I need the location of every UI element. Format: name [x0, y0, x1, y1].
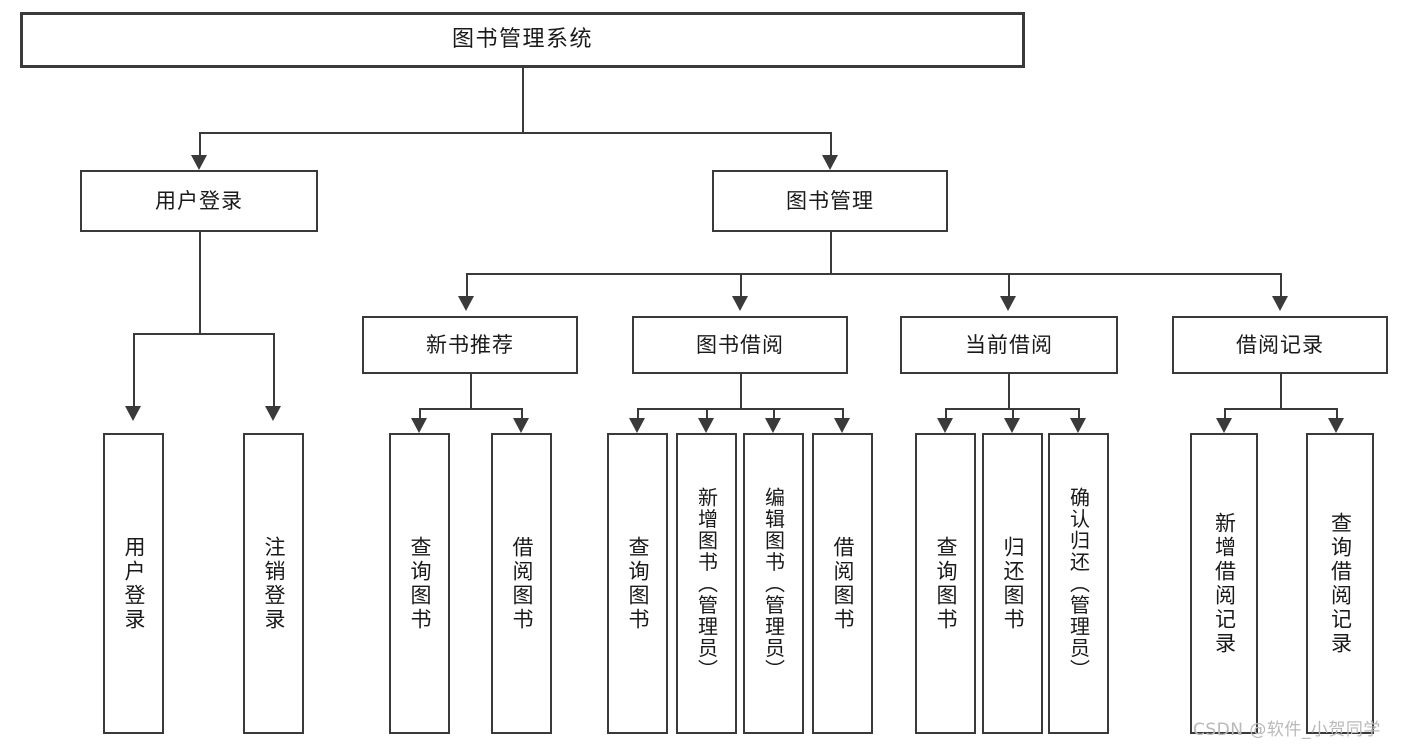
node-book-borrow[interactable]: 图书借阅: [632, 316, 848, 374]
connector-new-book-leaf-1: [419, 408, 421, 418]
connector-to-book-borrow: [740, 273, 742, 296]
arrowhead-to-borrow-record: [1272, 296, 1288, 311]
arrowhead-to-new-book: [458, 296, 474, 311]
arrowhead-borrow-record-leaf-1: [1216, 418, 1232, 433]
arrowhead-current-borrow-leaf-1: [937, 418, 953, 433]
connector-current-borrow-stem: [1008, 374, 1010, 408]
connector-book-borrow-leaf-4: [842, 408, 844, 418]
connector-root-stem: [522, 68, 524, 132]
arrowhead-new-book-leaf-2: [513, 418, 529, 433]
leaf-borrow-record-query[interactable]: 查询借阅记录: [1306, 433, 1374, 734]
connector-book-borrow-bus: [637, 408, 843, 410]
node-label: 图书管理: [786, 188, 874, 213]
leaf-current-borrow-return[interactable]: 归还图书: [982, 433, 1043, 734]
arrowhead-current-borrow-leaf-3: [1070, 418, 1086, 433]
connector-new-book-leaf-2: [521, 408, 523, 418]
leaf-new-book-borrow[interactable]: 借阅图书: [491, 433, 552, 734]
node-label: 注销登录: [262, 535, 286, 632]
node-label: 查询借阅记录: [1328, 511, 1353, 656]
node-label: 确认归还（管理员）: [1066, 486, 1091, 681]
leaf-new-book-query[interactable]: 查询图书: [389, 433, 450, 734]
connector-current-borrow-leaf-3: [1078, 408, 1080, 418]
node-label: 用户登录: [122, 535, 146, 632]
node-book-management[interactable]: 图书管理: [712, 170, 948, 232]
node-user-login[interactable]: 用户登录: [80, 170, 318, 232]
csdn-watermark: CSDN @软件_小贺同学: [1193, 720, 1381, 740]
connector-to-new-book: [466, 273, 468, 296]
node-label: 当前借阅: [965, 332, 1053, 357]
node-label: 查询图书: [408, 535, 432, 632]
arrowhead-user-login-leaf-2: [265, 406, 281, 421]
node-label: 用户登录: [155, 188, 243, 213]
connector-book-borrow-stem: [740, 374, 742, 408]
node-label: 借阅记录: [1236, 332, 1324, 357]
arrowhead-book-borrow-leaf-1: [629, 418, 645, 433]
node-current-borrow[interactable]: 当前借阅: [900, 316, 1118, 374]
connector-book-management-bus: [466, 273, 1280, 275]
connector-user-login-leaf-2: [273, 333, 275, 406]
connector-book-management-stem: [830, 232, 832, 273]
connector-current-borrow-leaf-1: [945, 408, 947, 418]
node-label: 新增借阅记录: [1212, 511, 1237, 656]
arrowhead-current-borrow-leaf-2: [1004, 418, 1020, 433]
leaf-book-borrow-edit[interactable]: 编辑图书（管理员）: [743, 433, 804, 734]
connector-to-user-login: [199, 132, 201, 155]
node-root-book-management-system[interactable]: 图书管理系统: [20, 12, 1025, 68]
leaf-book-borrow-query[interactable]: 查询图书: [607, 433, 668, 734]
node-label: 图书管理系统: [451, 27, 593, 53]
connector-new-book-bus: [419, 408, 522, 410]
arrowhead-book-borrow-leaf-2: [698, 418, 714, 433]
arrowhead-to-current-borrow: [1000, 296, 1016, 311]
leaf-user-login-logout[interactable]: 注销登录: [243, 433, 304, 734]
connector-to-current-borrow: [1008, 273, 1010, 296]
node-label: 借阅图书: [831, 535, 855, 632]
node-label: 借阅图书: [510, 535, 534, 632]
connector-user-login-bus: [133, 333, 273, 335]
node-label: 图书借阅: [696, 332, 784, 357]
leaf-borrow-record-add[interactable]: 新增借阅记录: [1190, 433, 1258, 734]
connector-to-book-management: [830, 132, 832, 155]
arrowhead-to-book-borrow: [732, 296, 748, 311]
leaf-book-borrow-borrow[interactable]: 借阅图书: [812, 433, 873, 734]
arrowhead-to-user-login: [191, 155, 207, 170]
connector-borrow-record-leaf-1: [1224, 408, 1226, 418]
connector-current-borrow-bus: [945, 408, 1078, 410]
node-label: 查询图书: [934, 535, 958, 632]
arrowhead-to-book-management: [822, 155, 838, 170]
connector-book-borrow-leaf-1: [637, 408, 639, 418]
node-borrow-record[interactable]: 借阅记录: [1172, 316, 1388, 374]
leaf-book-borrow-add[interactable]: 新增图书（管理员）: [676, 433, 737, 734]
leaf-current-borrow-query[interactable]: 查询图书: [915, 433, 976, 734]
connector-root-bus: [199, 132, 831, 134]
connector-borrow-record-leaf-2: [1336, 408, 1338, 418]
connector-book-borrow-leaf-2: [706, 408, 708, 418]
node-label: 归还图书: [1001, 535, 1025, 632]
node-label: 编辑图书（管理员）: [761, 486, 786, 681]
arrowhead-book-borrow-leaf-3: [765, 418, 781, 433]
arrowhead-new-book-leaf-1: [411, 418, 427, 433]
connector-new-book-stem: [470, 374, 472, 408]
node-label: 新增图书（管理员）: [694, 486, 719, 681]
leaf-user-login-login[interactable]: 用户登录: [103, 433, 164, 734]
arrowhead-borrow-record-leaf-2: [1328, 418, 1344, 433]
node-label: 查询图书: [626, 535, 650, 632]
connector-borrow-record-stem: [1280, 374, 1282, 408]
connector-to-borrow-record: [1280, 273, 1282, 296]
arrowhead-book-borrow-leaf-4: [834, 418, 850, 433]
connector-current-borrow-leaf-2: [1012, 408, 1014, 418]
connector-borrow-record-bus: [1224, 408, 1337, 410]
node-label: 新书推荐: [426, 332, 514, 357]
connector-user-login-stem: [199, 232, 201, 333]
arrowhead-user-login-leaf-1: [125, 406, 141, 421]
node-new-book-recommend[interactable]: 新书推荐: [362, 316, 578, 374]
connector-user-login-leaf-1: [133, 333, 135, 406]
leaf-current-borrow-confirm-return[interactable]: 确认归还（管理员）: [1048, 433, 1109, 734]
connector-book-borrow-leaf-3: [773, 408, 775, 418]
